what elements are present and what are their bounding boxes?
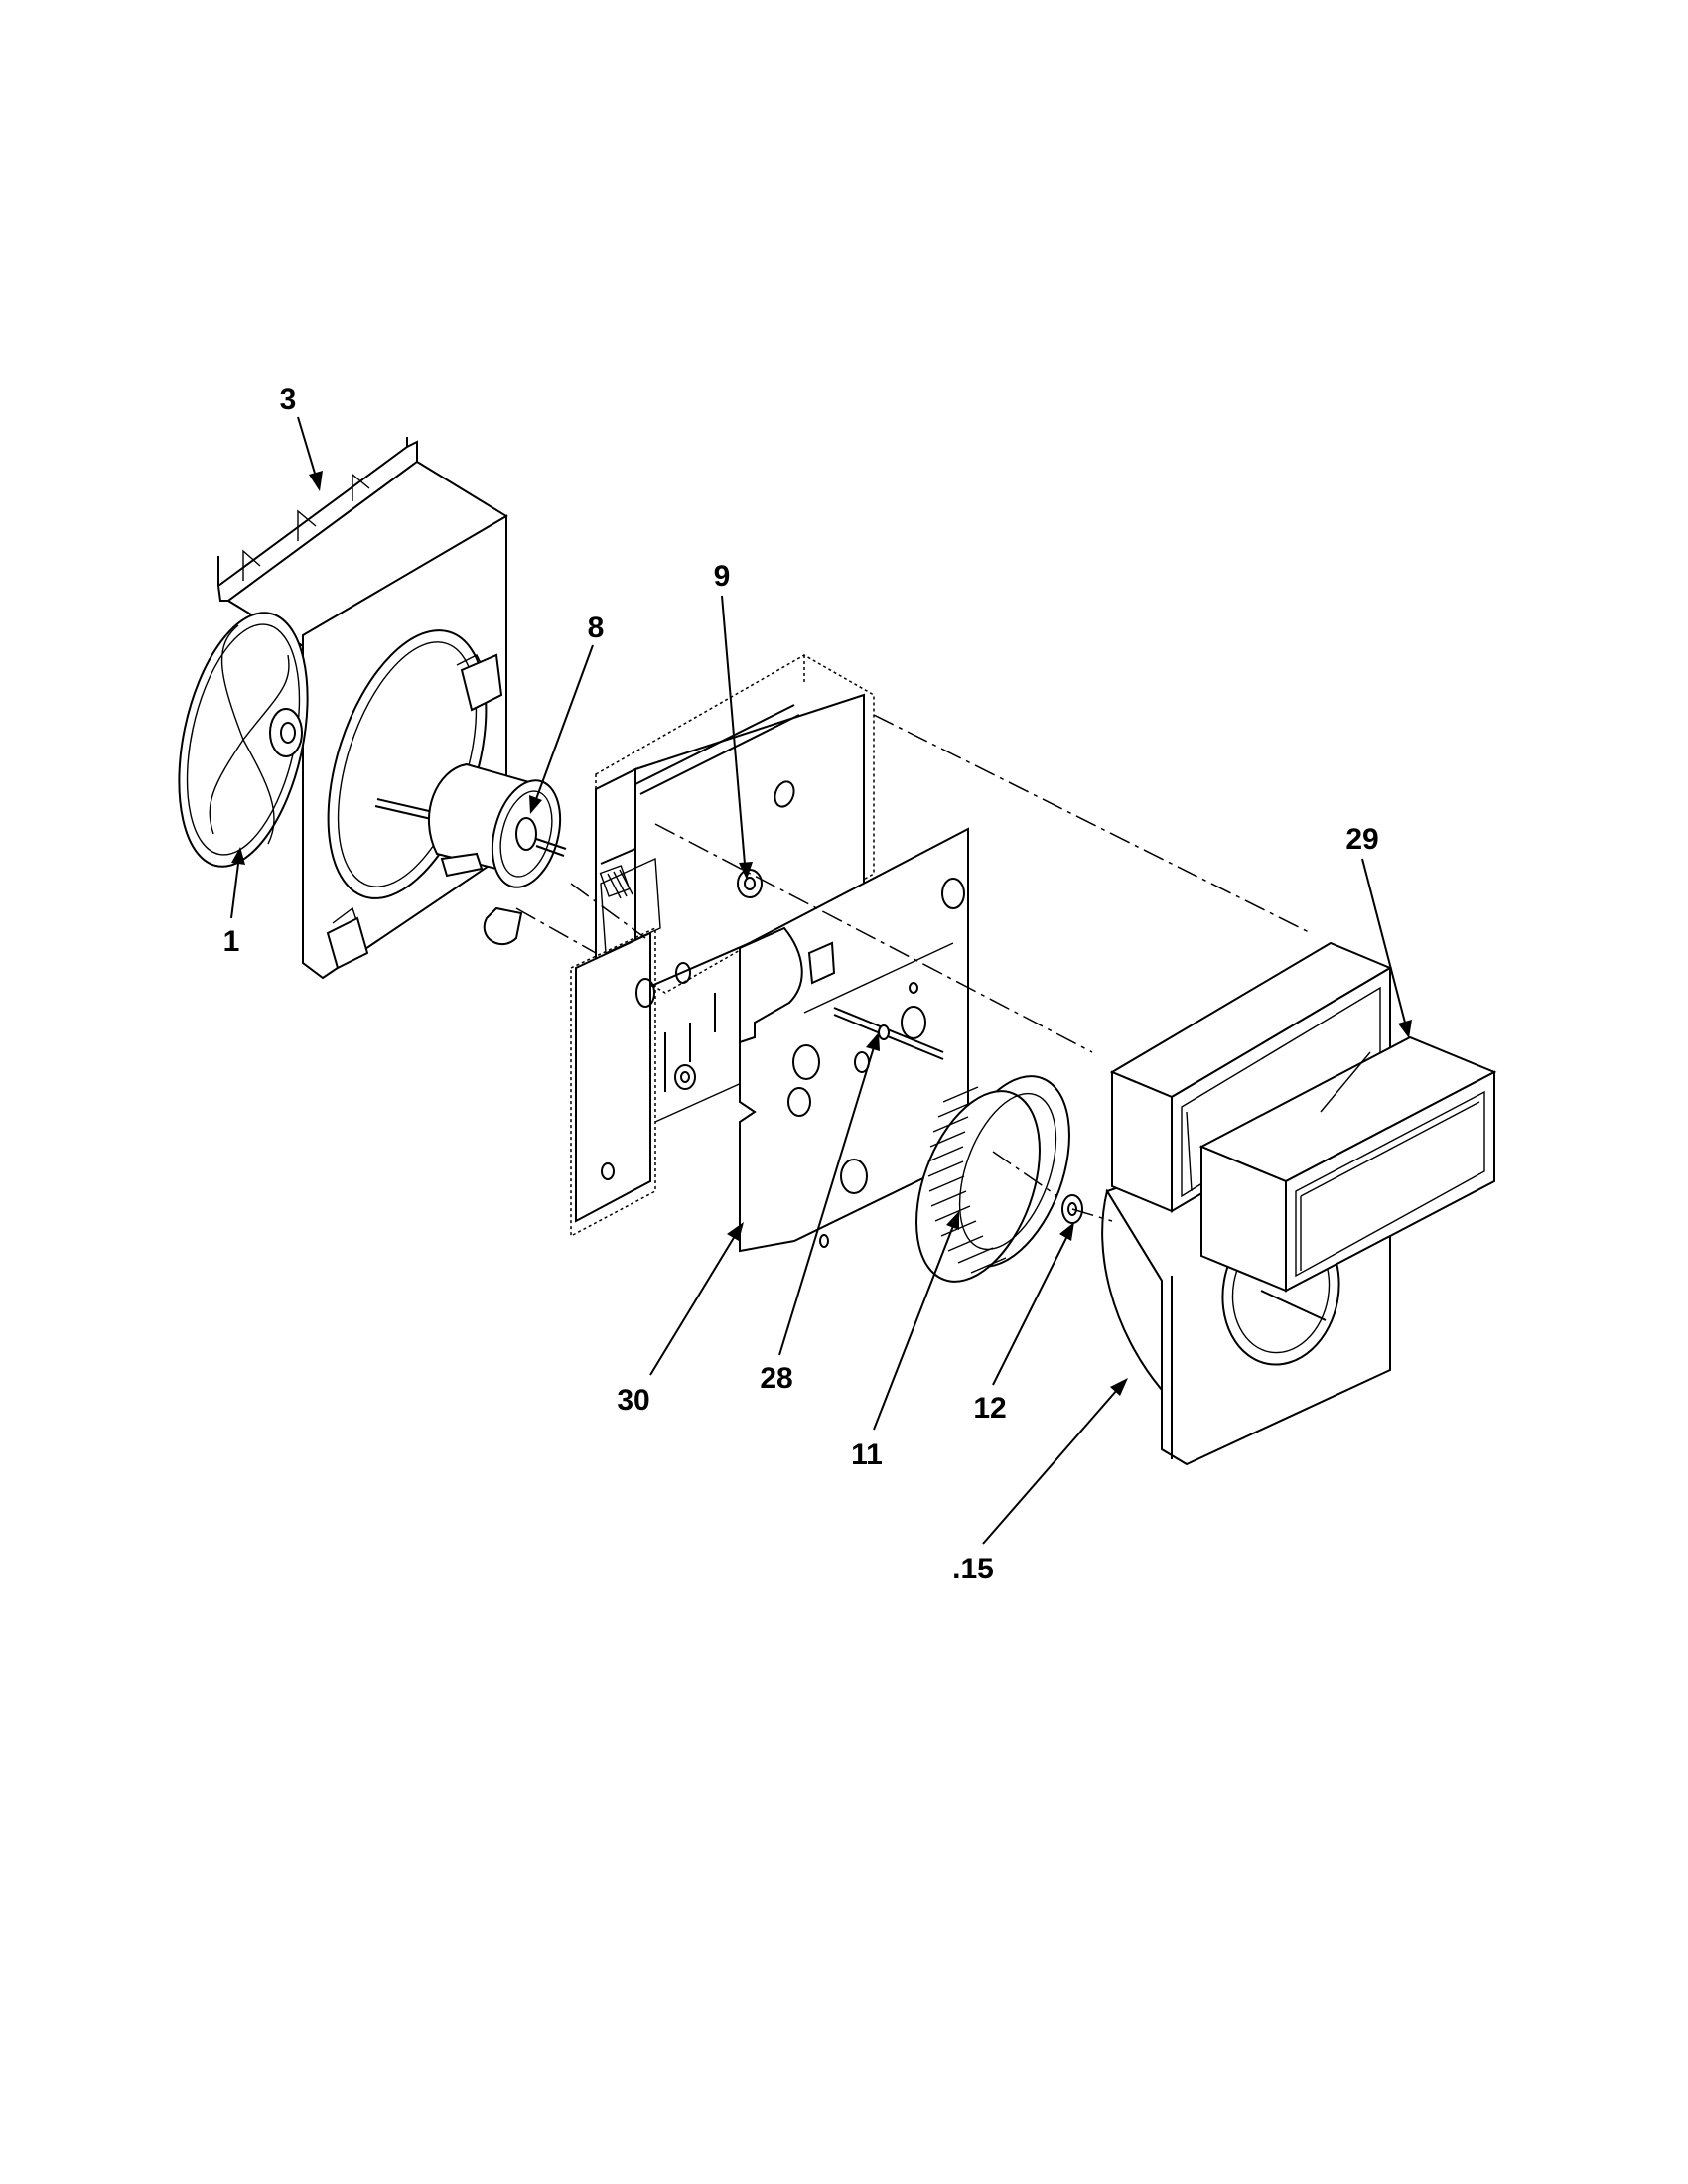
- part-3-bracket: [216, 437, 508, 657]
- label-part-3: 3: [280, 383, 297, 416]
- label-part-9: 9: [714, 560, 731, 593]
- label-part-15: .15: [952, 1553, 994, 1585]
- label-part-1: 1: [223, 925, 240, 958]
- part-8-motor: [374, 762, 567, 945]
- part-28-shaft: [833, 1007, 944, 1060]
- assembly-lines: [515, 714, 1312, 1222]
- part-11-blower-wheel: [915, 1075, 1070, 1283]
- part-labels: 3 1 8 9 29 30 28 11 12 .15: [223, 383, 1379, 1585]
- label-part-30: 30: [617, 1384, 649, 1417]
- part-29-outlet-duct: [1109, 941, 1497, 1293]
- label-part-29: 29: [1345, 823, 1378, 856]
- label-part-11: 11: [851, 1438, 883, 1471]
- leader-lines: [230, 416, 1412, 1545]
- lower-housing-panel: [570, 926, 756, 1238]
- label-part-8: 8: [588, 612, 605, 644]
- part-1-axial-fan: [178, 612, 309, 868]
- label-part-28: 28: [760, 1362, 792, 1395]
- label-part-12: 12: [973, 1392, 1006, 1425]
